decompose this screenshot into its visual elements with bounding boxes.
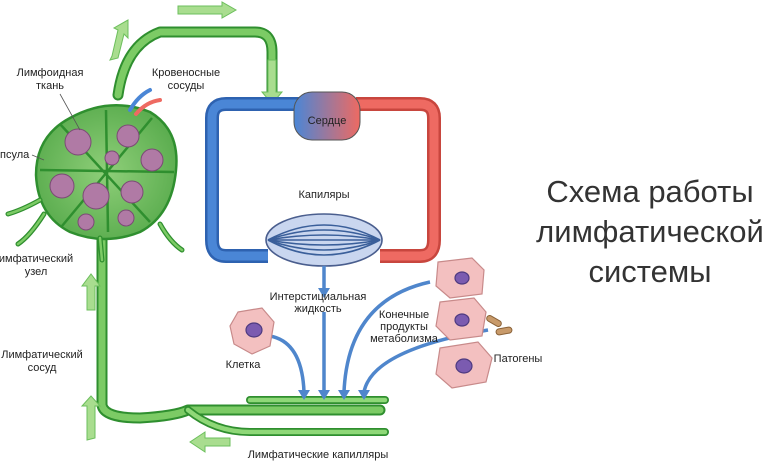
lymph-flow-arrows	[80, 1, 284, 453]
lymphoid-follicle	[140, 148, 164, 172]
cell-to-lymph-arrow	[269, 334, 306, 393]
label-heart: Сердце	[308, 115, 347, 127]
title-line: системы	[588, 254, 712, 289]
label-blood-vessels: Кровеносные	[152, 67, 220, 79]
pathogen-icon	[486, 315, 502, 327]
label-pathogens: Патогены	[494, 353, 543, 365]
label-lymph-capillaries: Лимфатические капилляры	[248, 449, 389, 461]
label-interstitial-fluid: Интерстициальная	[270, 291, 367, 303]
title-line: лимфатической	[536, 214, 764, 249]
flow-arrow-icon	[177, 1, 238, 19]
cell-nucleus	[245, 322, 263, 338]
label-end-products: продукты	[380, 321, 428, 333]
pathogens	[486, 315, 513, 336]
node-artery	[134, 98, 162, 116]
cells	[229, 257, 493, 389]
lymphoid-follicle	[49, 173, 75, 199]
lymph-vessel-network	[96, 26, 389, 436]
fluid-arrowheads	[298, 288, 370, 400]
label-lymphoid-tissue: ткань	[36, 80, 64, 92]
arrowhead-icon	[298, 390, 310, 400]
pathogen-icon	[495, 326, 513, 336]
cell-nucleus	[454, 313, 470, 327]
lymphoid-follicle	[116, 124, 140, 148]
arrowhead-icon	[358, 390, 370, 400]
lymphoid-follicle	[104, 150, 120, 166]
arrowhead-icon	[318, 288, 330, 298]
cell-nucleus	[454, 271, 470, 285]
node-vein	[128, 88, 152, 112]
label-lymphoid-tissue: Лимфоидная	[17, 67, 84, 79]
metabolites-to-lymph-arrow	[342, 280, 431, 393]
lymphoid-follicle	[120, 180, 144, 204]
arrowhead-icon	[338, 390, 350, 400]
label-interstitial-fluid: жидкость	[294, 303, 342, 315]
title-line: Схема работы	[546, 174, 754, 209]
label-lymph-vessel: сосуд	[28, 362, 57, 374]
lymph-node	[5, 104, 185, 263]
label-lymph-node: узел	[25, 266, 48, 278]
arrowhead-icon	[318, 390, 330, 400]
lymphoid-follicle	[117, 209, 135, 227]
label-lymph-node: имфатический	[0, 253, 73, 265]
lymph-capillary-lower-fill	[185, 407, 388, 435]
diagram-labels: Лимфоидная ткань Кровеносные сосуды псул…	[0, 67, 542, 461]
flow-arrow-icon	[80, 395, 102, 441]
flow-arrow-icon	[109, 19, 129, 61]
label-end-products: метаболизма	[370, 333, 439, 345]
afferent-lymph-vessel-fill	[98, 236, 384, 422]
lymphoid-follicle	[64, 128, 92, 156]
label-capsule: псула	[0, 149, 30, 161]
label-blood-vessels: сосуды	[168, 80, 205, 92]
node-blood-vessels	[128, 88, 162, 116]
capillary-bed	[265, 213, 383, 267]
heart	[293, 91, 361, 141]
flow-arrow-icon	[189, 431, 231, 453]
blood-circulation	[205, 97, 441, 263]
label-capillaries: Капиляры	[298, 189, 349, 201]
lymphoid-follicle	[77, 213, 95, 231]
lymphoid-follicle	[82, 182, 110, 210]
cell-nucleus	[455, 358, 473, 374]
diagram-title: Схема работы лимфатической системы	[520, 172, 780, 292]
label-end-products: Конечные	[379, 309, 429, 321]
efferent-lymph-vessel-fill	[114, 28, 276, 104]
label-cell: Клетка	[226, 359, 262, 371]
flow-arrow-icon	[81, 273, 101, 311]
label-lymph-vessel: Лимфатический	[1, 349, 83, 361]
lymphoid-follicles	[49, 124, 164, 231]
